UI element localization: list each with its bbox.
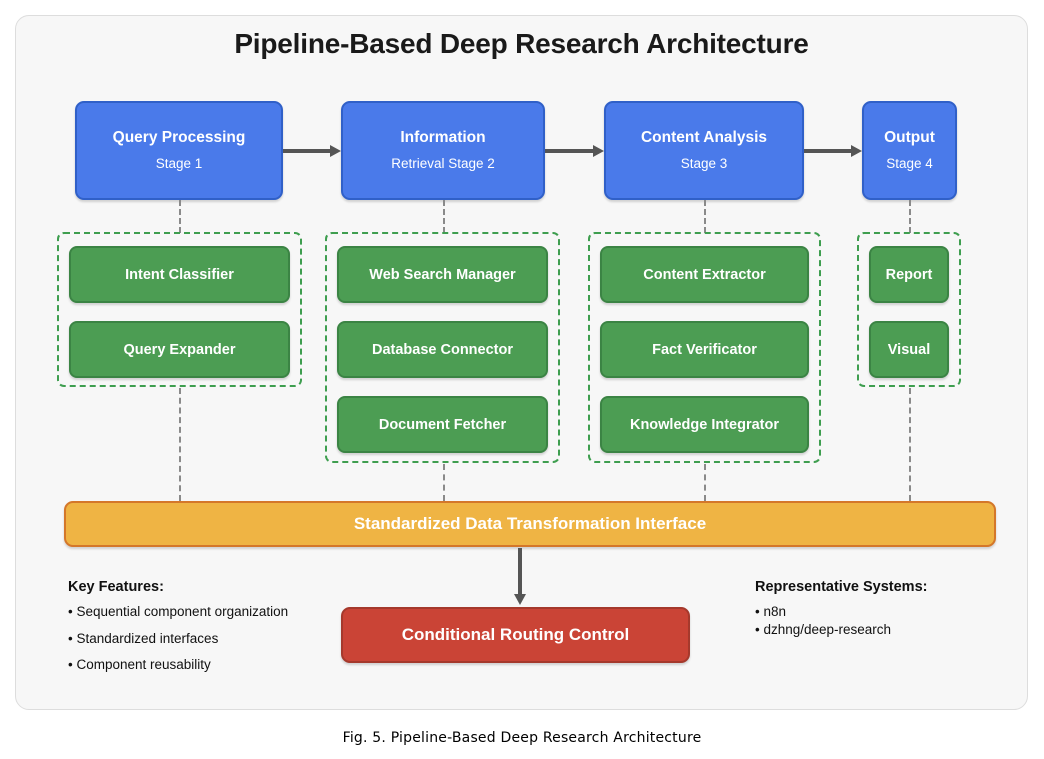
- component-label: Query Expander: [123, 341, 236, 358]
- key-features-item: • Sequential component organization: [68, 604, 289, 619]
- conditional-routing-control-box[interactable]: Conditional Routing Control: [341, 607, 690, 663]
- representative-systems-item: • n8n: [755, 604, 787, 619]
- flow-arrow-1-to-2: [283, 145, 341, 157]
- arrow-shaft: [545, 149, 593, 153]
- stage-title-3: Content Analysis: [640, 129, 768, 147]
- flow-arrow-3-to-4: [804, 145, 862, 157]
- interface-bar-label: Standardized Data Transformation Interfa…: [353, 514, 707, 533]
- component-group-3: [588, 232, 821, 463]
- component-label: Web Search Manager: [369, 266, 516, 283]
- stage-subtitle-2: Retrieval Stage 2: [391, 156, 495, 172]
- component-label: Knowledge Integrator: [629, 416, 780, 433]
- component-label: Intent Classifier: [125, 266, 234, 283]
- stage-box-2[interactable]: Information Retrieval Stage 2: [341, 101, 545, 200]
- component-box[interactable]: Query Expander: [69, 321, 290, 378]
- arrow-shaft: [804, 149, 851, 153]
- arrow-shaft: [518, 548, 522, 595]
- arrow-head: [514, 594, 526, 605]
- component-label: Visual: [887, 341, 931, 358]
- connector-stage1-group1: [179, 200, 181, 233]
- component-group-1: [57, 232, 302, 387]
- component-box[interactable]: Document Fetcher: [337, 396, 548, 453]
- connector-group2-interface: [443, 464, 445, 501]
- component-label: Fact Verificator: [652, 341, 757, 358]
- representative-systems-heading: Representative Systems:: [755, 579, 928, 595]
- component-label: Database Connector: [371, 341, 513, 358]
- flow-arrow-2-to-3: [545, 145, 604, 157]
- component-box[interactable]: Visual: [869, 321, 949, 378]
- component-box[interactable]: Database Connector: [337, 321, 548, 378]
- stage-subtitle-1: Stage 1: [155, 156, 203, 172]
- connector-stage4-group4: [909, 200, 911, 233]
- control-box-label: Conditional Routing Control: [401, 625, 630, 644]
- stage-box-1[interactable]: Query Processing Stage 1: [75, 101, 283, 200]
- arrow-interface-to-control: [514, 548, 526, 605]
- component-box[interactable]: Knowledge Integrator: [600, 396, 809, 453]
- component-label: Report: [885, 266, 933, 283]
- arrow-head: [593, 145, 604, 157]
- component-box[interactable]: Web Search Manager: [337, 246, 548, 303]
- component-box[interactable]: Fact Verificator: [600, 321, 809, 378]
- stage-title-4: Output: [884, 129, 935, 147]
- connector-group1-interface: [179, 388, 181, 501]
- standardized-interface-bar[interactable]: Standardized Data Transformation Interfa…: [64, 501, 996, 547]
- representative-systems-item: • dzhng/deep-research: [755, 621, 892, 637]
- representative-systems-block: Representative Systems: • n8n • dzhng/de…: [755, 579, 927, 640]
- stage-subtitle-3: Stage 3: [680, 156, 728, 172]
- key-features-item: • Standardized interfaces: [68, 630, 219, 646]
- connector-stage2-group2: [443, 200, 445, 233]
- arrow-head: [851, 145, 862, 157]
- component-box[interactable]: Intent Classifier: [69, 246, 290, 303]
- arrow-shaft: [283, 149, 330, 153]
- stage-box-4[interactable]: Output Stage 4: [862, 101, 957, 200]
- component-label: Content Extractor: [643, 266, 766, 283]
- component-box[interactable]: Report: [869, 246, 949, 303]
- diagram-title: Pipeline-Based Deep Research Architectur…: [234, 28, 809, 59]
- stage-subtitle-4: Stage 4: [886, 156, 933, 172]
- stage-box-3[interactable]: Content Analysis Stage 3: [604, 101, 804, 200]
- connector-group3-interface: [704, 464, 706, 501]
- key-features-item: • Component reusability: [68, 657, 211, 672]
- stage-title-2: Information: [400, 129, 486, 147]
- arrow-head: [330, 145, 341, 157]
- component-group-2: [325, 232, 560, 463]
- connector-group4-interface: [909, 388, 911, 501]
- figure-caption: Fig. 5. Pipeline-Based Deep Research Arc…: [342, 730, 702, 746]
- stage-title-1: Query Processing: [112, 129, 246, 147]
- key-features-heading: Key Features:: [68, 579, 164, 595]
- key-features-block: Key Features: • Sequential component org…: [68, 579, 288, 685]
- component-group-4: [857, 232, 961, 387]
- connector-stage3-group3: [704, 200, 706, 233]
- component-box[interactable]: Content Extractor: [600, 246, 809, 303]
- component-label: Document Fetcher: [378, 416, 507, 433]
